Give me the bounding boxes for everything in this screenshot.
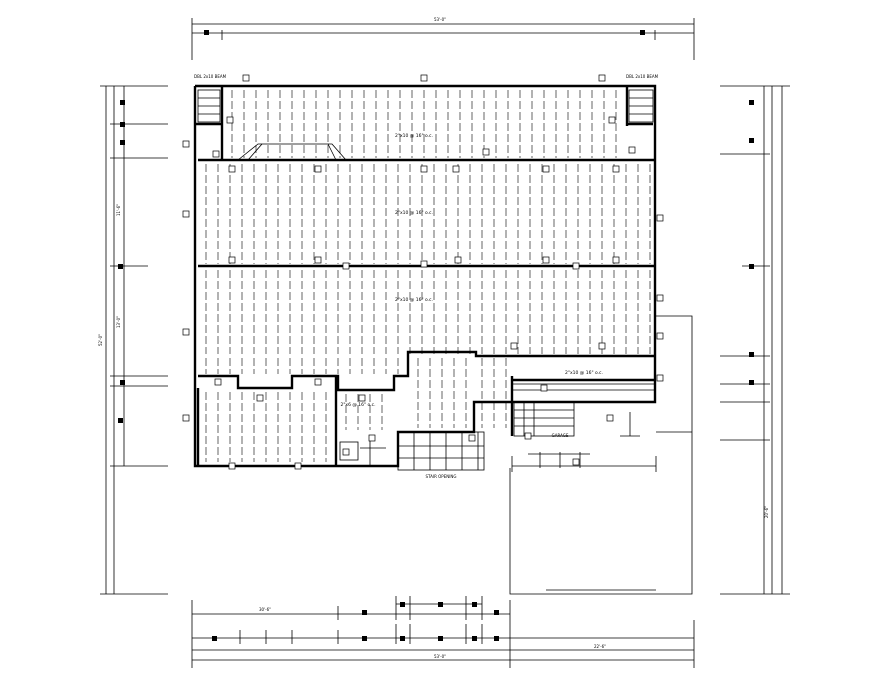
reference-tag — [628, 146, 636, 154]
stair-note: STAIR OPENING — [426, 474, 457, 479]
reference-tag — [228, 462, 236, 470]
reference-tag — [542, 256, 550, 264]
reference-tag — [242, 74, 250, 82]
reference-tag — [656, 374, 664, 382]
beam-note-right: DBL 2x10 BEAM — [626, 74, 659, 79]
reference-tag — [572, 262, 580, 270]
reference-tag — [656, 214, 664, 222]
joist-label-3: 2"x10 @ 16" o.c. — [395, 297, 433, 303]
reference-tag — [314, 165, 322, 173]
reference-tag — [598, 342, 606, 350]
reference-tag — [420, 165, 428, 173]
reference-tag — [524, 432, 532, 440]
joist-label-2: 2"x10 @ 16" o.c. — [395, 210, 433, 216]
interior-lines — [197, 89, 693, 595]
left-dim-total: 52'-0" — [98, 334, 103, 346]
top-dim-total: 53'-0" — [434, 17, 446, 22]
reference-tag — [294, 462, 302, 470]
reference-tag — [214, 378, 222, 386]
reference-tag — [182, 328, 190, 336]
reference-tag — [226, 116, 234, 124]
reference-tag — [468, 434, 476, 442]
reference-tag — [656, 294, 664, 302]
dimension-texts: 53'-0" 52'-0" 11'-6" 13'-0" 20'-6" 30'-6… — [98, 17, 769, 659]
bottom-dim-total: 53'-0" — [434, 654, 446, 659]
reference-tag — [572, 458, 580, 466]
reference-tags — [182, 74, 664, 470]
reference-tag — [342, 262, 350, 270]
reference-tag — [608, 116, 616, 124]
reference-tag — [368, 434, 376, 442]
joist-label-4: 2"x10 @ 16" o.c. — [565, 370, 603, 376]
reference-tag — [342, 448, 350, 456]
reference-tag — [358, 394, 366, 402]
reference-tag — [182, 210, 190, 218]
reference-tag — [606, 414, 614, 422]
beam-note-left: DBL 2x10 BEAM — [194, 74, 227, 79]
reference-tag — [182, 414, 190, 422]
joist-label-1: 2"x10 @ 16" o.c. — [395, 133, 433, 139]
reference-tag — [228, 165, 236, 173]
left-dim-mid: 13'-0" — [116, 316, 121, 328]
dimension-lines — [100, 18, 790, 668]
reference-tag — [540, 384, 548, 392]
joist-label-5: 2"x6 @ 16" o.c. — [340, 402, 375, 408]
reference-tag — [612, 165, 620, 173]
wall-outline — [193, 84, 657, 468]
reference-tag — [452, 165, 460, 173]
reference-tag — [542, 165, 550, 173]
reference-tag — [212, 150, 220, 158]
reference-tag — [612, 256, 620, 264]
reference-tag — [510, 342, 518, 350]
notes: 2"x10 @ 16" o.c. 2"x10 @ 16" o.c. 2"x10 … — [194, 74, 659, 479]
left-dim-top: 11'-6" — [116, 204, 121, 216]
reference-tag — [182, 140, 190, 148]
reference-tag — [598, 74, 606, 82]
bottom-dim-left: 30'-6" — [259, 607, 271, 612]
reference-tag — [656, 332, 664, 340]
reference-tag — [482, 148, 490, 156]
reference-tag — [454, 256, 462, 264]
garage-note: GARAGE — [552, 433, 569, 438]
floor-joists — [205, 90, 651, 462]
reference-tag — [228, 256, 236, 264]
reference-tag — [420, 260, 428, 268]
right-dim: 20'-6" — [764, 506, 769, 518]
reference-tag — [256, 394, 264, 402]
reference-tag — [314, 256, 322, 264]
bottom-dim-right: 22'-6" — [594, 644, 606, 649]
reference-tag — [420, 74, 428, 82]
reference-tag — [314, 378, 322, 386]
dimension-markers — [118, 30, 754, 641]
